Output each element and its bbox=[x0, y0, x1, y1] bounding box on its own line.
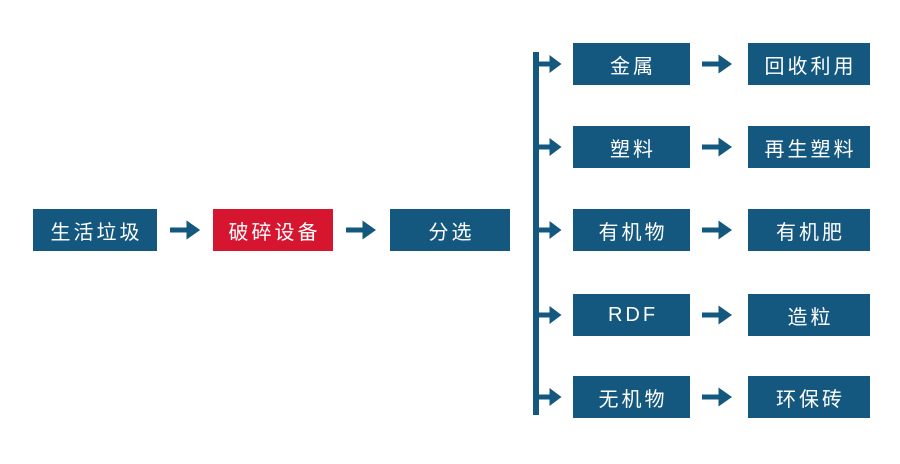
node-rdf: RDF bbox=[573, 294, 690, 336]
node-plastic: 塑料 bbox=[573, 126, 690, 168]
arrow-right-icon bbox=[702, 220, 732, 240]
branch-row-organic: 有机物 有机肥 bbox=[537, 209, 870, 251]
branch-row-inorganic: 无机物 环保砖 bbox=[537, 376, 870, 418]
node-recycling: 回收利用 bbox=[748, 43, 870, 85]
branch-arrow-right-icon bbox=[537, 55, 562, 73]
arrow-right-icon bbox=[170, 220, 200, 240]
node-crushing-equipment: 破碎设备 bbox=[213, 209, 333, 251]
branch-row-metal: 金属 回收利用 bbox=[537, 43, 870, 85]
branch-arrow-right-icon bbox=[537, 306, 562, 324]
arrow-right-icon bbox=[702, 305, 732, 325]
arrow-right-icon bbox=[702, 54, 732, 74]
node-sorting: 分选 bbox=[390, 209, 510, 251]
branch-row-rdf: RDF 造粒 bbox=[537, 294, 870, 336]
node-organic-fertilizer: 有机肥 bbox=[748, 209, 870, 251]
branch-arrow-right-icon bbox=[537, 221, 562, 239]
node-metal: 金属 bbox=[573, 43, 690, 85]
node-inorganic-matter: 无机物 bbox=[573, 376, 690, 418]
branch-arrow-right-icon bbox=[537, 138, 562, 156]
node-eco-brick: 环保砖 bbox=[748, 376, 870, 418]
arrow-right-icon bbox=[702, 137, 732, 157]
node-household-waste: 生活垃圾 bbox=[33, 209, 157, 251]
arrow-right-icon bbox=[702, 387, 732, 407]
node-organic-matter: 有机物 bbox=[573, 209, 690, 251]
branch-arrow-right-icon bbox=[537, 388, 562, 406]
branch-row-plastic: 塑料 再生塑料 bbox=[537, 126, 870, 168]
trunk-connector-line bbox=[533, 52, 539, 415]
node-granulation: 造粒 bbox=[748, 294, 870, 336]
arrow-right-icon bbox=[346, 220, 376, 240]
node-recycled-plastic: 再生塑料 bbox=[748, 126, 870, 168]
